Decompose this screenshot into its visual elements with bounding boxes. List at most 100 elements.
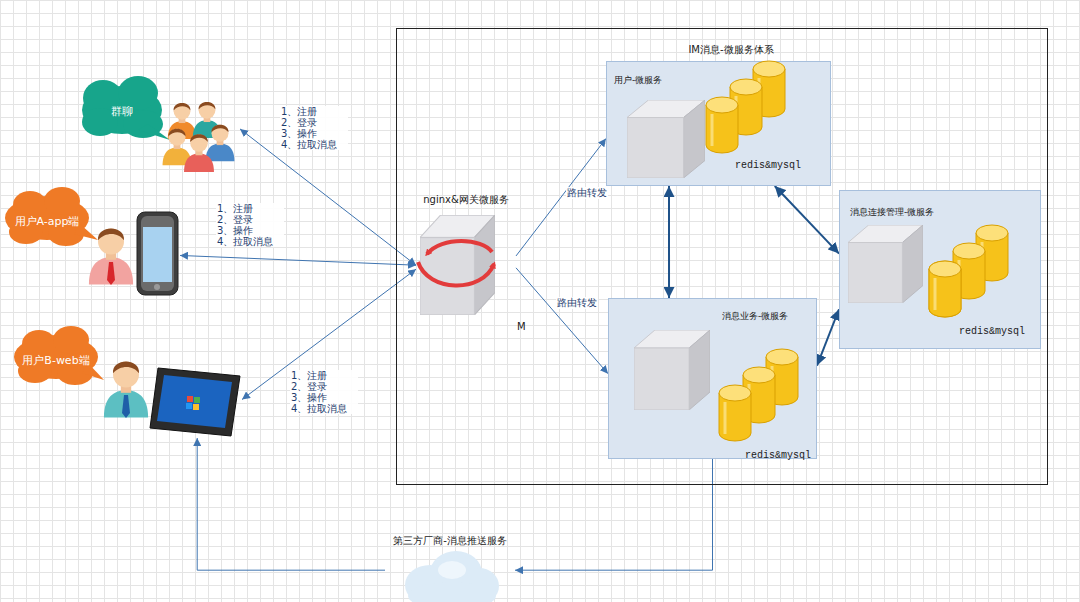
tablet-icon-part: [150, 368, 240, 436]
text-slot: 用户-微服务: [614, 69, 662, 87]
group-chat-bubble-part: [118, 76, 158, 110]
phone-icon: [137, 212, 178, 295]
node-title: 消息连接管理-微服务: [850, 207, 934, 218]
cloud-node: 第三方厂商-消息推送服务: [385, 528, 515, 602]
text-slot: 群聊: [111, 101, 133, 119]
node-title: 消息业务-微服务: [722, 311, 788, 322]
connection-service-servers: [848, 225, 1008, 317]
phone-icon-part: [141, 216, 174, 291]
group-people-part: [184, 134, 214, 172]
app-user-bubble-part: [13, 191, 47, 219]
push-cloud-part: [438, 561, 466, 579]
label-slot: 路由转发: [556, 292, 598, 310]
push-cloud-part: [408, 582, 496, 602]
gateway-server-part: [418, 262, 494, 286]
connector-arrow: [197, 438, 385, 570]
app-user-bubble-part: [9, 220, 43, 244]
node-title: IM消息-微服务体系: [688, 44, 773, 56]
tablet-icon-part: [193, 404, 199, 410]
group-chat-bubble-part: [82, 108, 118, 136]
edge-label: 路由转发: [556, 297, 598, 309]
tablet-icon-part: [157, 375, 232, 428]
text-slot: 用户B-web端: [22, 350, 89, 368]
gateway-node: nginx&网关微服务: [416, 186, 516, 318]
message-service-servers-part: [634, 330, 710, 410]
connection-service-servers-part: [848, 225, 923, 303]
connection-service-servers-part: [929, 261, 961, 317]
group-people-part: [193, 102, 222, 138]
app-user-bubble-part: [5, 196, 89, 240]
client-node: 用户A-app端: [6, 186, 180, 298]
connection-service-servers-part: [953, 243, 985, 299]
tablet-icon: [150, 368, 240, 436]
web-user-person-part: [104, 362, 148, 418]
group-people-part: [168, 103, 197, 139]
text-slot: 消息连接管理-微服务: [850, 201, 934, 219]
client-node: 群聊: [78, 75, 240, 173]
app-user-bubble-part: [74, 224, 98, 240]
web-user-bubble-part: [22, 330, 56, 358]
tablet-icon-part: [186, 403, 192, 409]
gateway-server-part: [427, 241, 492, 254]
web-user-bubble-part: [53, 326, 89, 354]
node-title: 用户A-app端: [15, 215, 80, 228]
push-cloud: [405, 551, 499, 602]
phone-icon-part: [137, 212, 178, 295]
text-slot: redis&mysql: [959, 320, 1025, 338]
edge-label: 1、注册 2、登录 3、操作 4、拉取消息: [216, 203, 284, 247]
group-chat-bubble: [82, 76, 170, 140]
edge-label: 路由转发: [566, 187, 608, 199]
user-service-servers-part: [753, 61, 785, 117]
user-service-servers-part: [627, 100, 705, 178]
app-user-bubble-part: [44, 187, 80, 215]
service-box: 消息连接管理-微服务 redis&mysql: [839, 190, 1041, 349]
system-boundary: IM消息-微服务体系nginx&网关微服务用户-微服务redis&mysql消息…: [396, 28, 1048, 485]
storage-label: redis&mysql: [959, 326, 1025, 338]
push-cloud-part: [459, 568, 499, 602]
web-user-bubble-part: [82, 363, 104, 380]
web-user-bubble-part: [18, 359, 52, 383]
app-user-person: [89, 229, 133, 285]
app-user-person-part: [107, 262, 115, 285]
label-slot: M: [517, 316, 526, 334]
text-slot: 用户A-app端: [15, 211, 80, 229]
node-title: 用户B-web端: [22, 354, 89, 367]
gateway-server-part: [420, 215, 495, 315]
tablet-icon-part: [187, 396, 193, 402]
service-box: 消息业务-微服务 redis&mysql: [608, 298, 817, 459]
connection-service-servers-part: [976, 225, 1008, 281]
group-chat-bubble-part: [82, 86, 162, 134]
label-slot: 1、注册 2、登录 3、操作 4、拉取消息: [216, 203, 284, 249]
web-user-person-part: [122, 395, 130, 418]
web-user-bubble-part: [57, 361, 93, 385]
user-service-servers-part: [706, 97, 738, 153]
node-title: 群聊: [111, 105, 133, 118]
group-people-part: [206, 125, 235, 162]
group-people-part: [163, 129, 192, 166]
text-slot: 第三方厂商-消息推送服务: [393, 530, 507, 548]
node-title: 第三方厂商-消息推送服务: [393, 535, 507, 547]
client-node: 用户B-web端: [18, 328, 242, 438]
edge-label: 1、注册 2、登录 3、操作 4、拉取消息: [290, 370, 358, 414]
node-title: 用户-微服务: [614, 75, 662, 86]
label-slot: 1、注册 2、登录 3、操作 4、拉取消息: [280, 106, 348, 152]
phone-icon-part: [154, 284, 160, 290]
gateway-server: [418, 215, 495, 315]
web-user-bubble-part: [14, 335, 98, 379]
message-service-servers: [634, 330, 798, 441]
phone-icon-part: [143, 227, 172, 282]
text-slot: 消息业务-微服务: [722, 305, 788, 323]
group-chat-bubble-part: [138, 124, 170, 140]
text-slot: nginx&网关微服务: [423, 189, 509, 207]
app-user-bubble-part: [48, 222, 84, 246]
text-slot: redis&mysql: [745, 444, 811, 462]
app-user-bubble: [5, 187, 98, 246]
user-service-servers-part: [730, 79, 762, 135]
connector-arrow: [516, 268, 608, 374]
text-slot: IM消息-微服务体系: [688, 39, 773, 57]
group-chat-bubble-part: [123, 110, 163, 138]
edge-label: 1、注册 2、登录 3、操作 4、拉取消息: [280, 106, 348, 150]
message-service-servers-part: [766, 349, 798, 405]
